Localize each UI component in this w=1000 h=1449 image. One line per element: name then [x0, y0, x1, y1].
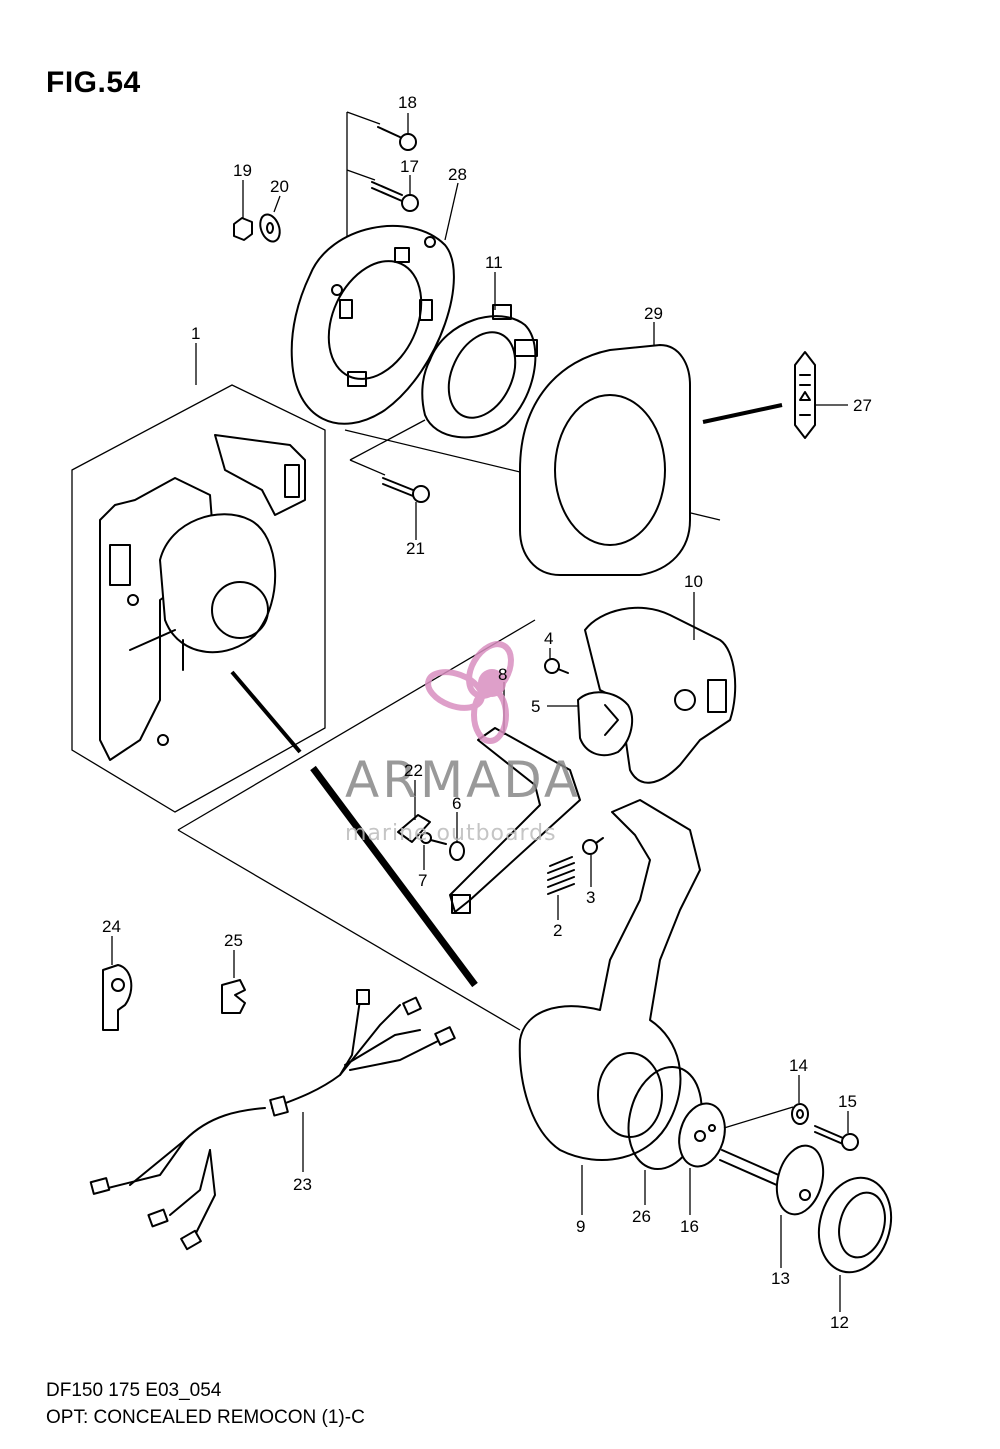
callout-22: 22	[404, 761, 423, 780]
callout-16: 16	[680, 1217, 699, 1236]
callout-8: 8	[498, 665, 507, 684]
callout-7: 7	[418, 871, 427, 890]
figure-title: FIG.54	[46, 66, 141, 99]
callout-17: 17	[400, 157, 419, 176]
callout-26: 26	[632, 1207, 651, 1226]
part-21-screw	[382, 477, 430, 503]
part-19-nut	[233, 217, 253, 241]
part-13-shaft	[719, 1144, 825, 1216]
callout-23: 23	[293, 1175, 312, 1194]
part-11-retainer-ring	[421, 304, 538, 439]
callout-9: 9	[576, 1217, 585, 1236]
callout-12: 12	[830, 1313, 849, 1332]
part-9-lever-arm	[518, 799, 701, 1161]
propeller-logo-icon	[425, 641, 514, 744]
watermark-brand: ARMADA	[345, 751, 581, 809]
callout-25: 25	[224, 931, 243, 950]
part-5-knob	[577, 691, 634, 757]
callout-10: 10	[684, 572, 703, 591]
callout-2: 2	[553, 921, 562, 940]
part-20-washer	[259, 213, 281, 243]
callout-21: 21	[406, 539, 425, 558]
part-28-mounting-plate	[290, 224, 455, 425]
part-4-bolt	[544, 658, 569, 674]
callout-6: 6	[452, 794, 461, 813]
part-16-plate	[678, 1102, 726, 1168]
guide-lines-bold	[230, 403, 783, 988]
part-18-screw	[377, 126, 417, 151]
watermark: ARMADA marine outboards	[345, 641, 581, 846]
callout-19: 19	[233, 161, 252, 180]
callout-18: 18	[398, 93, 417, 112]
callout-1: 1	[191, 324, 200, 343]
part-8-bracket	[449, 727, 581, 914]
part-14-washer	[791, 1103, 809, 1125]
callout-15: 15	[838, 1092, 857, 1111]
part-10-handle-cover	[584, 606, 737, 784]
callout-20: 20	[270, 177, 289, 196]
part-2-spring	[547, 856, 575, 895]
callout-11: 11	[485, 253, 503, 272]
callout-numbers: 1 2 3 4 5 6 7 8 9 10 11 12 13 14 15 16 1…	[102, 93, 872, 1332]
callout-4: 4	[544, 629, 553, 648]
part-17-screw	[371, 181, 419, 212]
part-7-pin	[420, 832, 447, 845]
part-27-trim-switch	[794, 351, 816, 439]
part-23-wire-harness	[89, 989, 456, 1251]
callout-24: 24	[102, 917, 121, 936]
part-12-cap	[817, 1176, 893, 1274]
callout-27: 27	[853, 396, 872, 415]
figure-caption: OPT: CONCEALED REMOCON (1)-C	[46, 1407, 365, 1428]
callout-13: 13	[771, 1269, 790, 1288]
watermark-tagline: marine outboards	[345, 821, 557, 846]
callout-3: 3	[586, 888, 595, 907]
figure-code: DF150 175 E03_054	[46, 1380, 222, 1401]
part-3-bolt	[582, 837, 604, 855]
part-22-clip	[397, 814, 431, 843]
callout-14: 14	[789, 1056, 808, 1075]
part-24-terminal	[102, 964, 133, 1031]
callout-28: 28	[448, 165, 467, 184]
part-25-clip	[221, 979, 246, 1014]
assembly-outline-upper	[71, 384, 326, 813]
part-15-screw	[814, 1125, 859, 1151]
part-1-control-body	[99, 434, 306, 761]
leader-lines	[111, 113, 849, 1312]
callout-29: 29	[644, 304, 663, 323]
part-29-cover	[519, 344, 691, 576]
callout-5: 5	[531, 697, 540, 716]
